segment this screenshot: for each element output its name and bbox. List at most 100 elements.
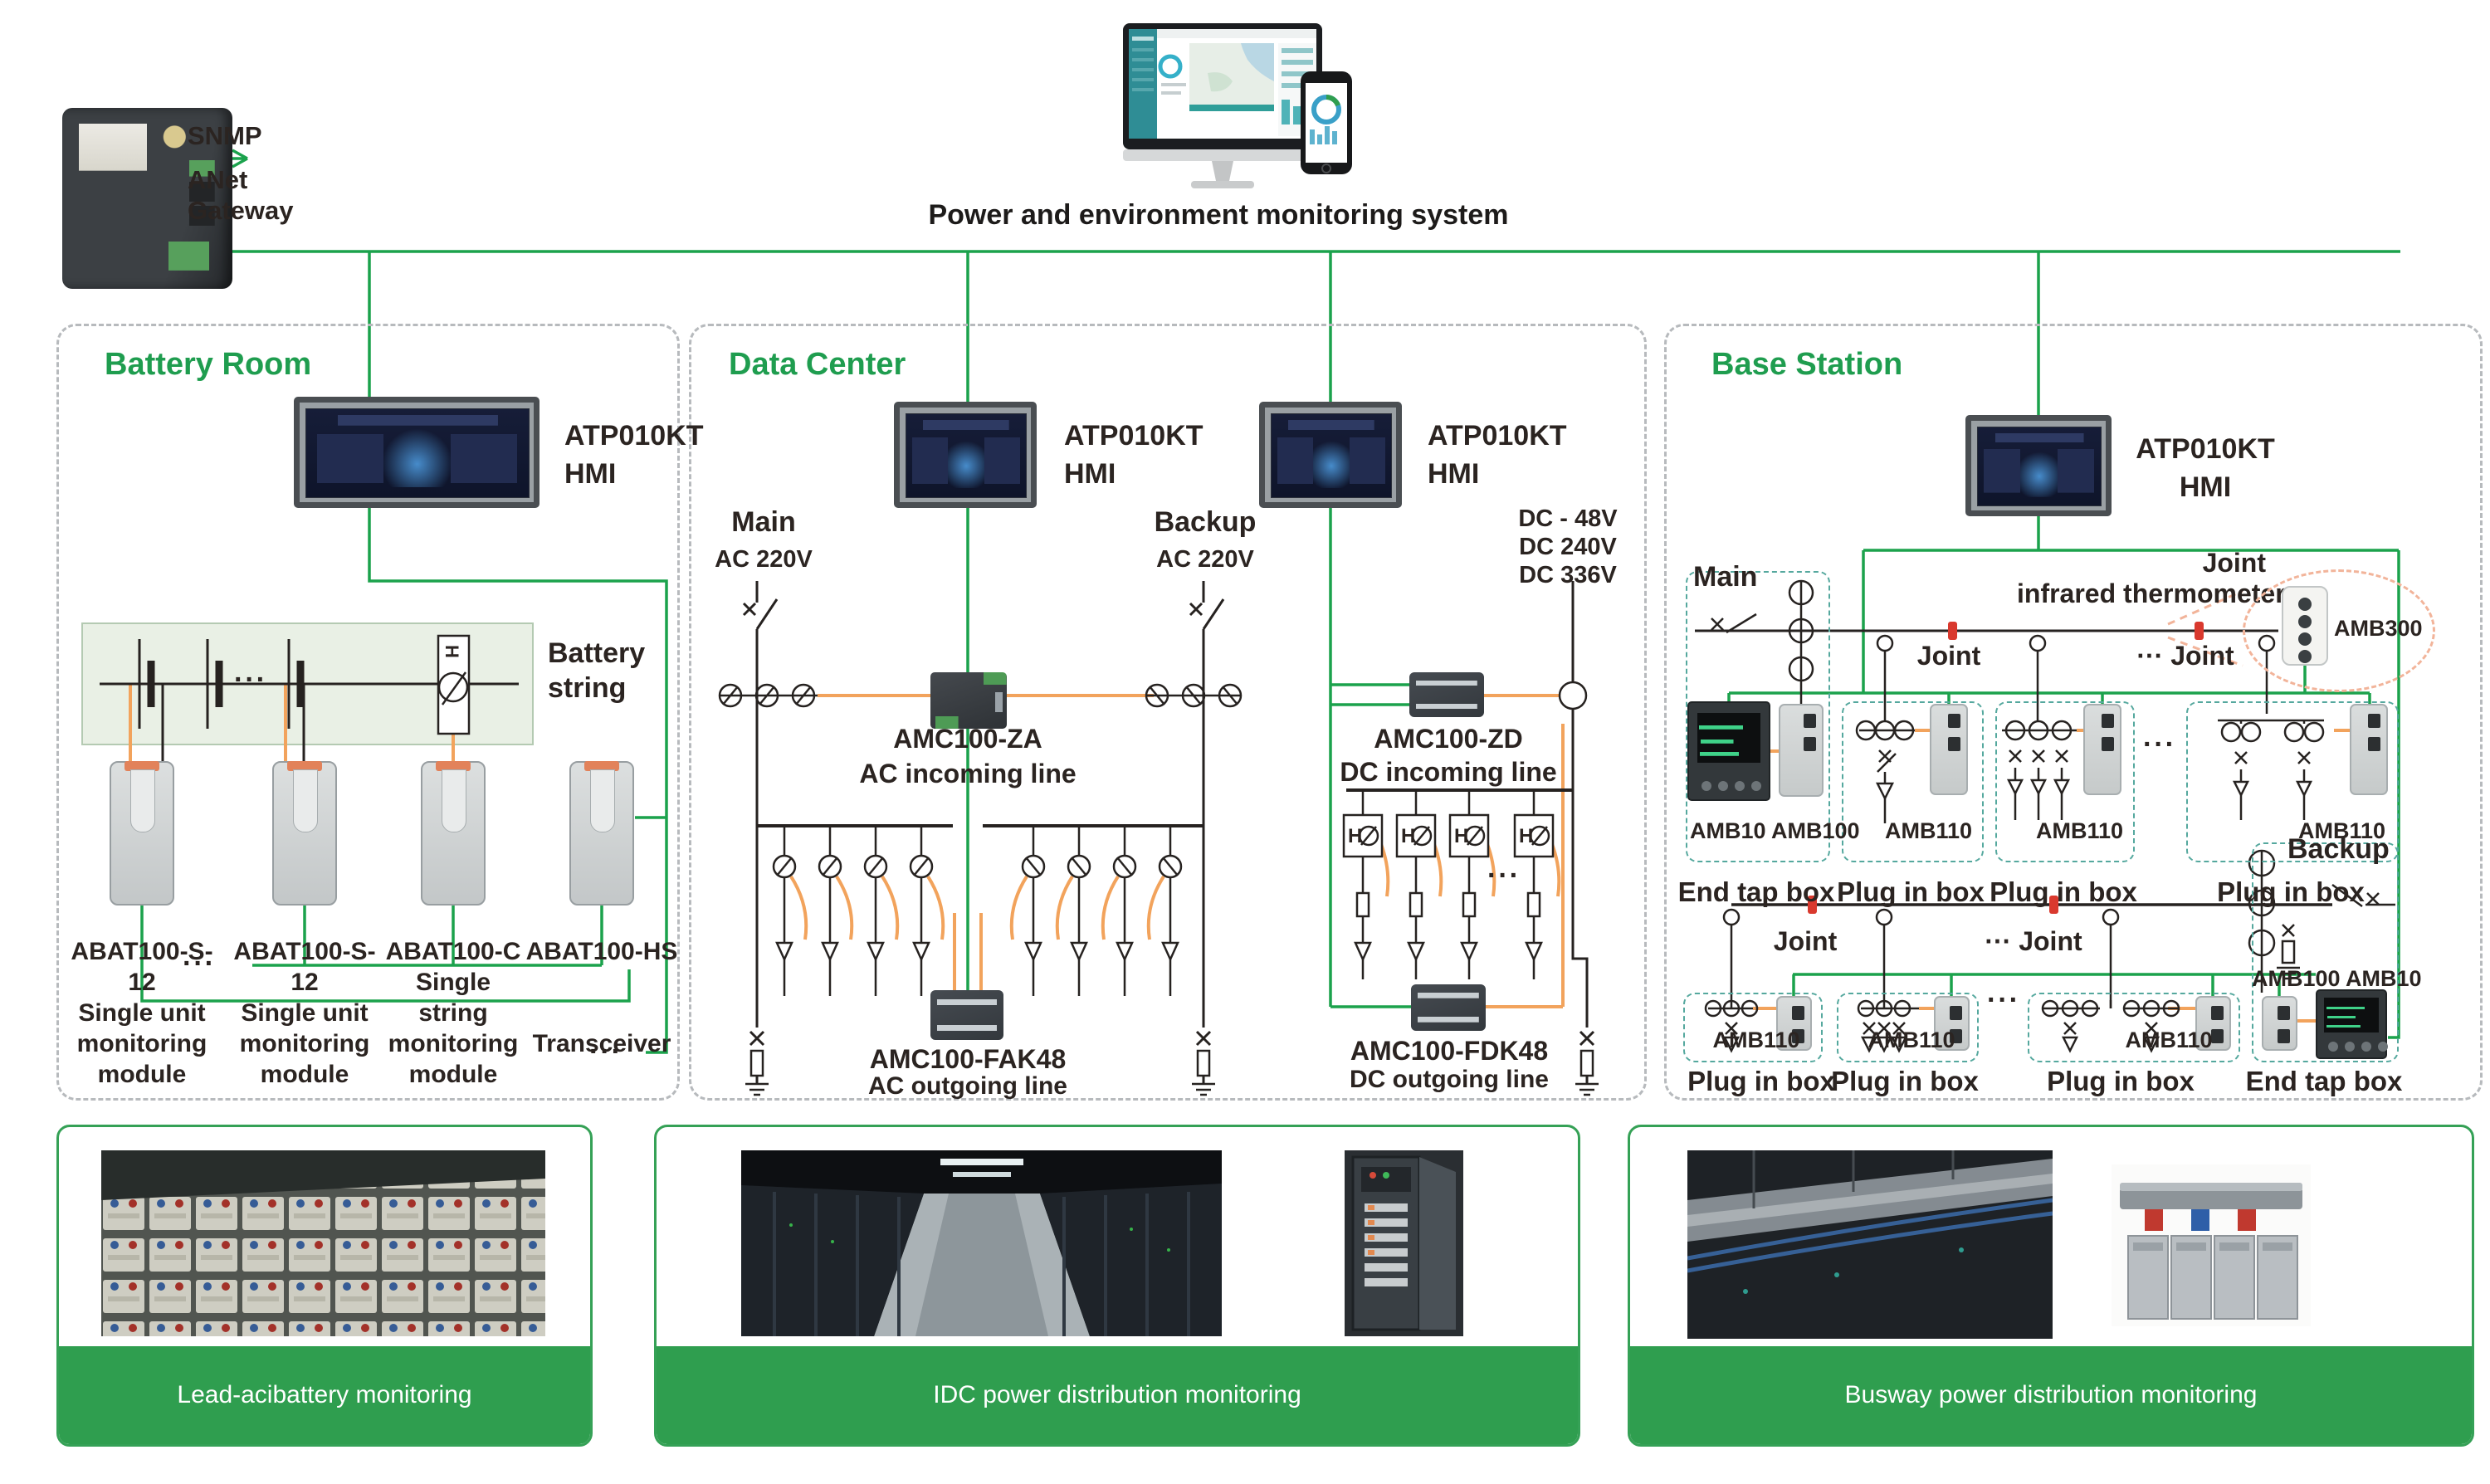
amb300-device [2282,586,2328,666]
plug-in-box-4 [1683,993,1823,1062]
joint-label-4: ··· Joint [1985,926,2082,956]
base-station-hmi [1965,415,2112,516]
plug-in-box-5 [1837,993,1979,1062]
amc-fdk-desc: DC outgoing line [1350,1066,1549,1093]
plug1-model: AMB110 [1884,818,1972,843]
plug-in-box-6 [2028,993,2240,1062]
battery-panel-caption: Lead-acibattery monitoring [177,1381,472,1408]
amb110-module-1 [1930,704,1968,795]
battery-room-title: Battery Room [105,347,312,382]
amc100-zd-device [1409,672,1484,717]
battery-string-label: Battery string [548,637,646,704]
data-center-title: Data Center [729,347,906,382]
hall-label-3: H [1454,825,1469,847]
gateway-label: ANet Gateway [188,164,294,226]
end-tap-box-1 [1686,571,1830,862]
amb100-module-2 [2262,996,2297,1051]
abat-module-1 [110,761,174,906]
thermometer-ellipse [2243,569,2435,692]
plug2-model: AMB110 [2035,818,2123,843]
battery-hmi-label: ATP010KT HMI [564,420,704,490]
module-label-3: ABAT100-C Single string monitoring modul… [385,938,521,1088]
idc-panel-card: IDC power distribution monitoring [654,1125,1580,1447]
backup-feed-voltage: AC 220V [1156,546,1254,573]
module-label-2: ABAT100-S-12 Single unit monitoring modu… [233,938,376,1088]
amb300-label: AMB300 [2334,616,2423,641]
backup-feed-label: Backup [1154,506,1257,538]
module-label-1: ABAT100-S-12 Single unit monitoring modu… [71,938,213,1088]
battery-room-section [56,324,680,1101]
amc-fak-model: AMC100-FAK48 [869,1044,1067,1074]
snmp-label: SNMP [188,121,262,150]
busway-panel-bar: Busway power distribution monitoring [1630,1346,2472,1444]
amc-za-desc: AC incoming line [859,759,1077,788]
amb110-module-5 [1934,996,1970,1051]
amc-za-model: AMC100-ZA [893,724,1042,754]
base-station-title: Base Station [1711,347,1903,382]
battery-room-photo [101,1150,545,1336]
plug5-caption: Plug in box [1831,1066,1979,1096]
row1-ellipsis: ··· [2143,729,2176,760]
busway-render-photo [2112,1164,2311,1326]
idc-corridor-photo [741,1150,1222,1336]
hall-sensor-label: H [441,645,462,658]
busway-panel-caption: Busway power distribution monitoring [1844,1381,2258,1408]
amc100-fdk48-device [1411,984,1486,1031]
base-main-label: Main [1693,561,1758,593]
plug3-caption: Plug in box [2217,876,2365,907]
base-hmi-label: ATP010KT HMI [2136,433,2275,503]
page-title: Power and environment monitoring system [928,199,1509,231]
abat-module-4 [569,761,634,906]
data-center-hmi-1 [894,402,1037,508]
amc-zd-desc: DC incoming line [1340,757,1557,787]
amc-zd-model: AMC100-ZD [1374,724,1523,754]
thermometer-callout [2167,589,2243,667]
plug3-model: AMB110 [2297,818,2385,843]
green-network-lines [140,149,2400,1054]
joint-label-3: Joint [1773,926,1838,956]
schematic-lines [100,579,2395,1096]
battery-string-ellipsis: ··· [234,664,267,696]
dc-branch-ellipsis: ··· [1487,860,1521,891]
plug4-caption: Plug in box [1687,1066,1835,1096]
base-station-section [1664,324,2483,1101]
plug6-model: AMB110 [2125,1028,2213,1052]
plug5-model: AMB110 [1868,1028,1955,1052]
plug-in-box-1 [1842,701,1984,862]
amb10-meter-1 [1687,701,1770,801]
module-label-4: ABAT100-HS Transceiver [525,938,678,1057]
module-bus-ellipsis: ··· [183,948,216,979]
hall-label-4: H [1519,825,1534,847]
abat-module-2 [272,761,337,906]
main-feed-voltage: AC 220V [715,546,813,573]
amb110-module-2 [2083,704,2121,795]
orange-wires [129,684,2350,1023]
dc-voltages: DC - 48V DC 240V DC 336V [1518,505,1618,588]
data-center-section [689,324,1647,1101]
idc-cabinet-photo [1345,1150,1463,1336]
main-feed-label: Main [731,506,796,538]
base-backup-label: Backup [2287,833,2390,865]
plug-in-box-2 [1995,701,2135,862]
joint-label-1: Joint [1916,641,1981,671]
amb110-module-4 [1776,996,1812,1051]
plug6-caption: Plug in box [2047,1066,2195,1096]
data-center-hmi-2 [1259,402,1402,508]
amb110-module-3 [2350,704,2388,795]
abat-module-3 [421,761,486,906]
amc100-za-device [930,672,1007,729]
busway-panel-card: Busway power distribution monitoring [1628,1125,2474,1447]
joint-label-2: ··· Joint [2136,641,2234,671]
endtap1-models: AMB10 AMB100 [1690,818,1860,843]
endtap1-caption: End tap box [1677,876,1835,907]
plug-in-box-3 [2186,701,2399,862]
joint-markers [1808,622,2204,914]
amc-fdk-model: AMC100-FDK48 [1350,1036,1549,1066]
amc100-fak48-device [930,990,1003,1040]
hall-label-2: H [1401,825,1416,847]
battery-panel-card: Lead-acibattery monitoring [56,1125,593,1447]
idc-panel-caption: IDC power distribution monitoring [933,1381,1301,1408]
dc-hmi2-label: ATP010KT HMI [1428,420,1567,490]
